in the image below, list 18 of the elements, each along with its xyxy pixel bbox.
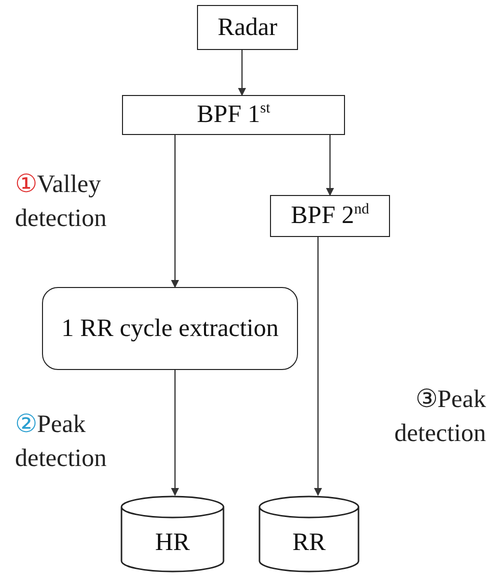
node-text: BPF 2$^{nd}$ xyxy=(290,201,370,232)
arrow xyxy=(171,135,179,288)
process-box xyxy=(122,95,345,135)
edge-label: ①Valley detection xyxy=(15,170,108,234)
edge-label: ②Peak detection xyxy=(15,410,108,474)
node-text: 1 RR cycle extraction xyxy=(61,314,279,344)
arrow xyxy=(326,135,334,196)
arrow xyxy=(238,50,246,96)
process-box xyxy=(270,195,390,237)
arrow xyxy=(314,237,322,496)
node-text: HR xyxy=(155,528,190,558)
process-box xyxy=(197,5,298,50)
node-text: BPF 1$^{st}$ xyxy=(196,100,270,130)
arrow xyxy=(171,370,179,496)
process-box xyxy=(42,287,298,370)
node-text: Radar xyxy=(218,12,278,43)
node-text: RR xyxy=(292,528,326,558)
edge-label: ③Peak detection xyxy=(393,385,486,449)
